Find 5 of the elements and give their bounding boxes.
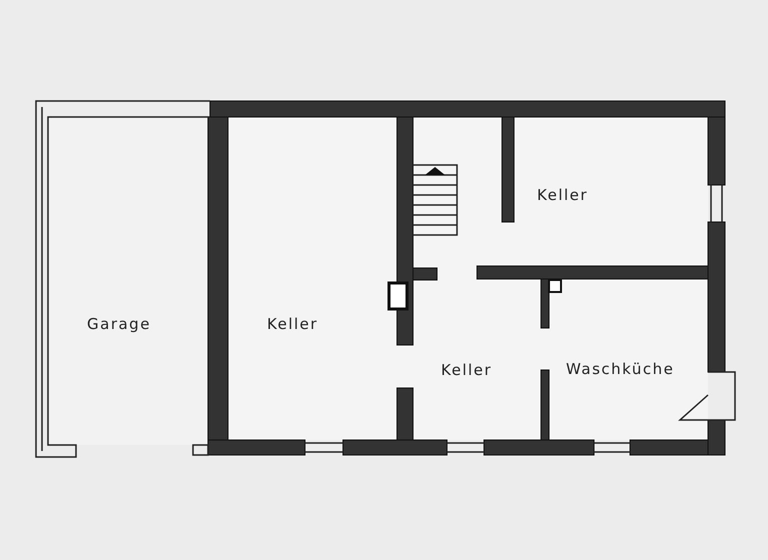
room-label: Keller [537,186,588,204]
room-label: Keller [267,315,318,333]
room-label: Garage [87,315,151,333]
room-label: Keller [441,361,492,379]
room-label: Waschküche [566,360,674,378]
